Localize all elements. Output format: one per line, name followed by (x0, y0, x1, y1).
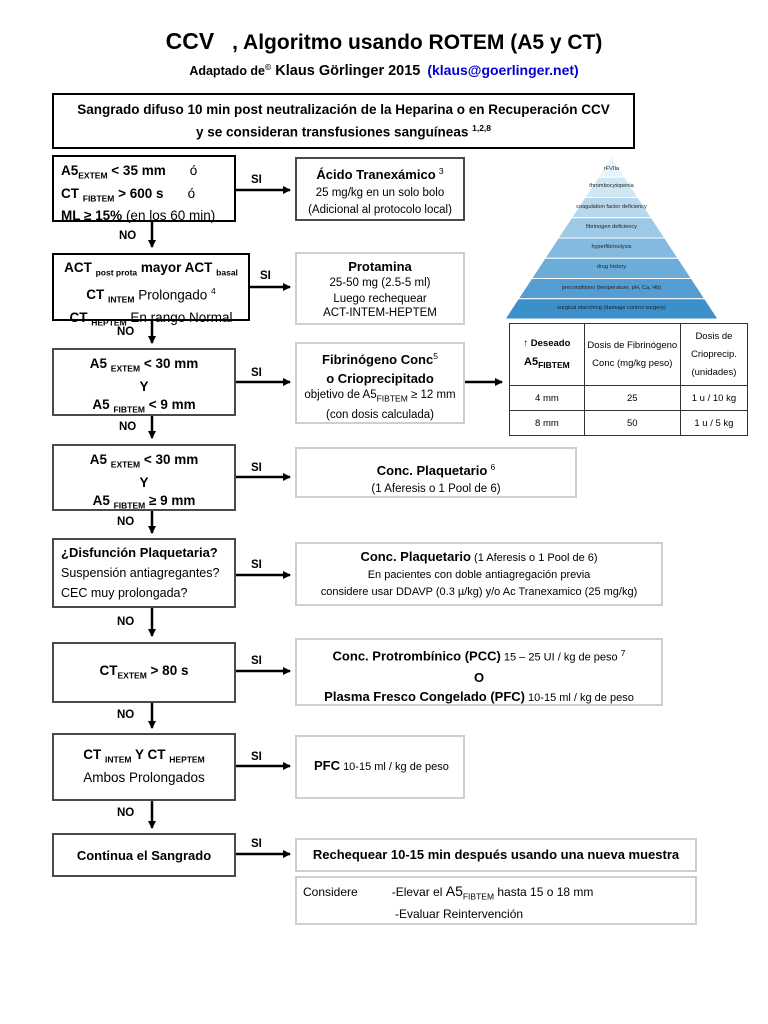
si-label-8: SI (251, 838, 262, 850)
page-title: CCV, Algoritmo usando ROTEM (A5 y CT) (165, 28, 603, 54)
condition-box-5: ¿Disfunción Plaquetaria? Suspensión anti… (52, 538, 236, 608)
condition-box-6: CTEXTEM > 80 s (52, 642, 236, 703)
condition-box-2: ACT post prota mayor ACT basal CT INTEM … (52, 253, 250, 328)
consider-box: Considere-Elevar el A5FIBTEM hasta 15 o … (295, 876, 697, 925)
header-box: Sangrado difuso 10 min post neutralizaci… (52, 93, 635, 149)
pyramid-level-label: thrombocytopenia (589, 183, 634, 190)
bleeding-management-pyramid: rFVIIa thrombocytopenia coagulation factor… (504, 156, 719, 320)
condition-box-7: CT INTEM Y CT HEPTEM Ambos Prolongados (52, 733, 236, 801)
condition-box-8: Continua el Sangrado (52, 833, 236, 877)
si-label-7: SI (251, 751, 262, 763)
si-label-5: SI (251, 559, 262, 571)
author-email-link[interactable]: (klaus@goerlinger.net) (427, 62, 579, 79)
result-box-pfc: PFC 10-15 ml / kg de peso (295, 735, 465, 799)
table-header-cryo-dose: Dosis de Crioprecip. (unidades) (679, 323, 749, 386)
subtitle: Adaptado de© Klaus Görlinger 2015 (klaus… (189, 62, 579, 80)
table-row: 4 mm 25 1 u / 10 kg (509, 385, 749, 411)
pyramid-level-label: drug history (596, 264, 627, 271)
no-label-1: NO (119, 230, 137, 242)
table-header-fibrinogen-dose: Dosis de Fibrinógeno Conc (mg/kg peso) (583, 323, 681, 386)
si-label-6: SI (251, 655, 262, 667)
pyramid-level-label: hyperfibrinolysis (591, 244, 632, 251)
no-label-3: NO (119, 421, 137, 433)
pyramid-level-label: surgical stanching (damage control surge… (557, 304, 666, 311)
no-label-7: NO (117, 807, 135, 819)
si-label-3: SI (251, 367, 262, 379)
result-box-recheck: Rechequear 10-15 min después usando una … (295, 838, 697, 872)
no-label-6: NO (117, 709, 135, 721)
result-box-platelet-1: Conc. Plaquetario 6 (1 Aferesis o 1 Pool… (295, 447, 577, 498)
result-box-protamine: Protamina 25-50 mg (2.5-5 ml) Luego rech… (295, 252, 465, 325)
pyramid-level-label: rFVIIa (603, 166, 620, 173)
no-label-5: NO (117, 616, 135, 628)
pyramid-level-label: fibrinogen deficiency (586, 223, 637, 230)
table-row: 8 mm 50 1 u / 5 kg (509, 410, 749, 436)
result-box-platelet-2: Conc. Plaquetario (1 Aferesis o 1 Pool d… (295, 542, 663, 606)
pyramid-level-label: coagulation factor deficiency (576, 203, 647, 210)
result-box-pcc-pfc: Conc. Protrombínico (PCC) 15 – 25 UI / k… (295, 638, 663, 706)
result-box-tranexamic-acid: Ácido Tranexámico 3 25 mg/kg en un solo … (295, 157, 465, 221)
result-box-fibrinogen: Fibrinógeno Conc5 o Crioprecipitado obje… (295, 342, 465, 424)
si-label-4: SI (251, 462, 262, 474)
pyramid-level-label: preconditions (temperature, pH, Ca, Hb) (561, 284, 662, 291)
condition-box-4: A5 EXTEM < 30 mm Y A5 FIBTEM ≥ 9 mm (52, 444, 236, 511)
condition-box-3: A5 EXTEM < 30 mm Y A5 FIBTEM < 9 mm (52, 348, 236, 416)
no-label-2: NO (117, 326, 135, 338)
no-label-4: NO (117, 516, 135, 528)
si-label-1: SI (251, 174, 262, 186)
si-label-2: SI (260, 270, 271, 282)
pyramid-graphic (504, 156, 719, 320)
